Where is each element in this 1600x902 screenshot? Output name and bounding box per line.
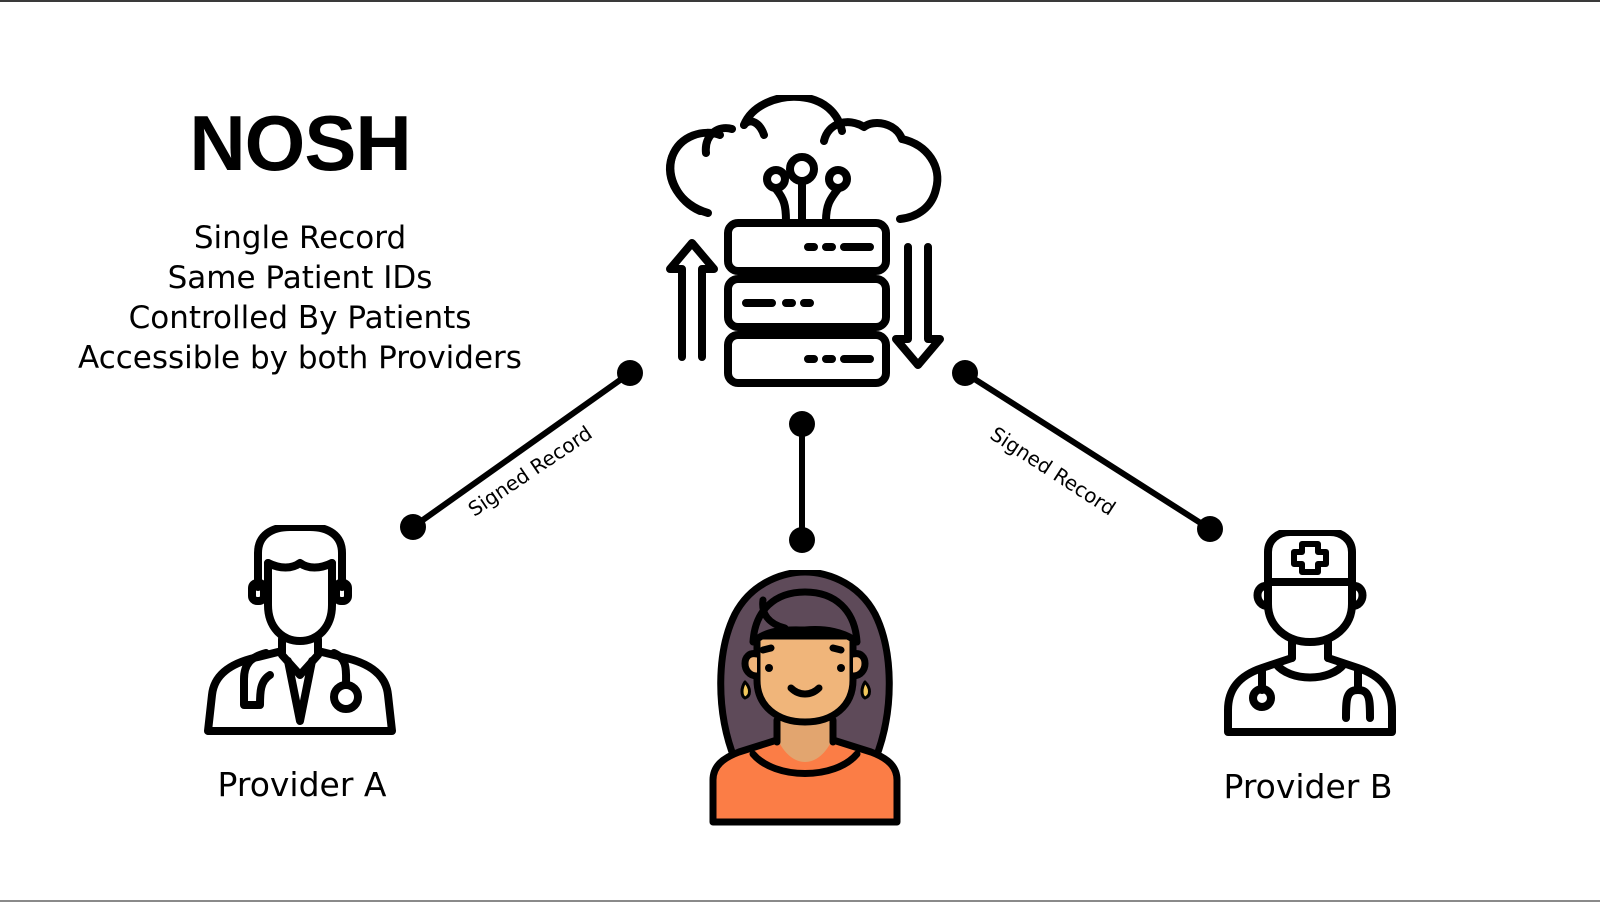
provider-b-label: Provider B [1223, 767, 1393, 806]
feature-item: Controlled By Patients [128, 300, 472, 336]
feature-item: Single Record [193, 220, 407, 256]
top-border [0, 0, 1600, 2]
diagram-title: NOSH [189, 99, 411, 187]
connector-dot [952, 360, 978, 386]
connector-dot [789, 411, 815, 437]
feature-item: Same Patient IDs [167, 260, 433, 296]
feature-item: Accessible by both Providers [78, 340, 522, 376]
edge-server-provider-a [400, 360, 643, 540]
connector-dot [400, 514, 426, 540]
connector-dot [617, 360, 643, 386]
nurse-doctor-icon [1224, 530, 1396, 736]
edge-server-provider-b [952, 360, 1223, 542]
edge-server-patient [789, 411, 815, 553]
provider-a-label: Provider A [217, 765, 387, 804]
connector-dot [1197, 516, 1223, 542]
patient-woman-icon [709, 570, 901, 826]
bottom-border [0, 900, 1600, 902]
connector-dot [789, 527, 815, 553]
feature-list: Single Record Same Patient IDs Controlle… [60, 218, 540, 378]
cloud-server-icon [665, 95, 944, 387]
doctor-icon [204, 525, 396, 735]
